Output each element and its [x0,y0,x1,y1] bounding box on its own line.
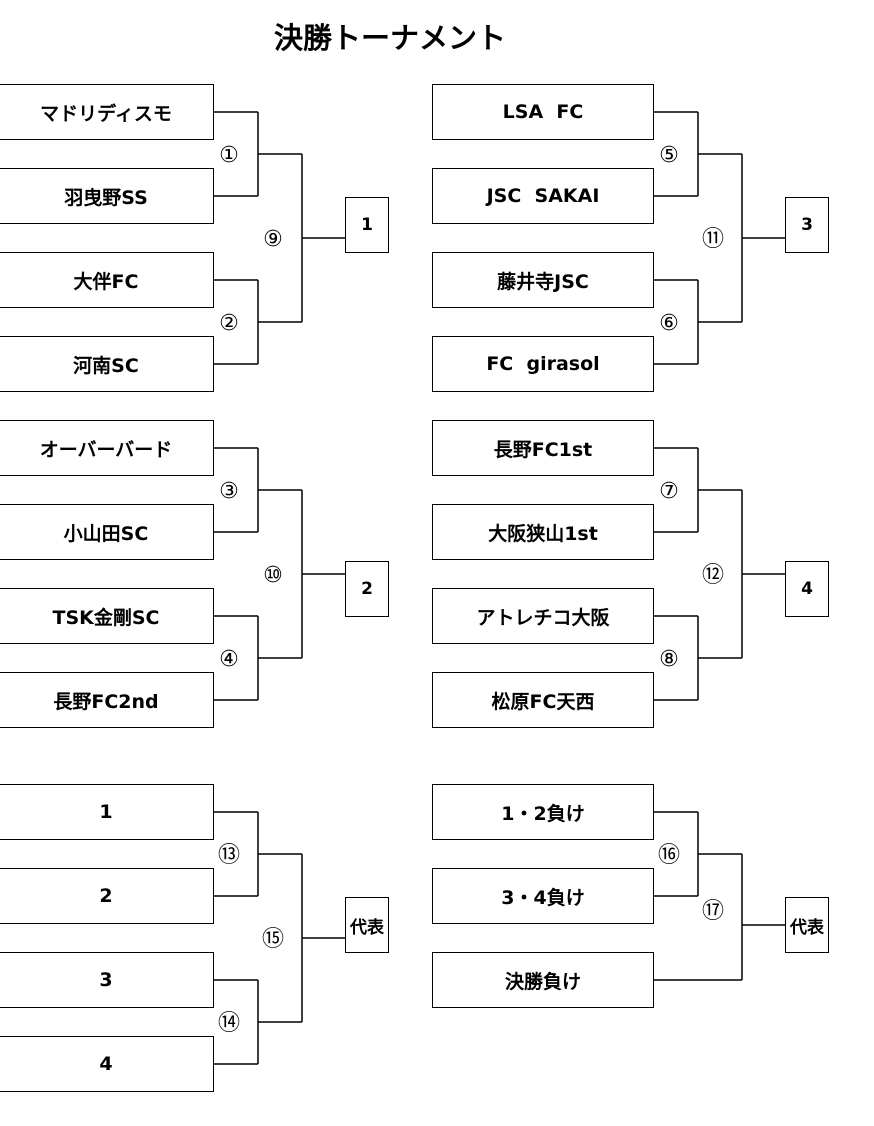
team-slot: 大阪狭山1st [432,504,654,560]
team-slot: 4 [0,1036,214,1092]
team-slot: 3 [0,952,214,1008]
team-slot: LSA FC [432,84,654,140]
team-slot: 2 [0,868,214,924]
team-slot: 藤井寺JSC [432,252,654,308]
match-number: ⑬ [217,843,240,868]
result-box: 4 [785,561,829,617]
match-number: ⑯ [657,843,680,868]
match-number: ⑤ [659,143,679,168]
team-slot: 長野FC1st [432,420,654,476]
match-number: ⑨ [263,227,283,252]
result-box: 代表 [345,897,389,953]
team-slot: 河南SC [0,336,214,392]
team-slot: 1・2負け [432,784,654,840]
result-box: 2 [345,561,389,617]
team-slot: マドリディスモ [0,84,214,140]
team-slot: アトレチコ大阪 [432,588,654,644]
match-number: ② [219,311,239,336]
match-number: ⑦ [659,479,679,504]
match-number: ⑰ [701,899,724,924]
match-number: ⑮ [261,927,284,952]
result-box: 3 [785,197,829,253]
team-slot: 羽曳野SS [0,168,214,224]
team-slot: JSC SAKAI [432,168,654,224]
match-number: ③ [219,479,239,504]
team-slot: 決勝負け [432,952,654,1008]
team-slot: 大伴FC [0,252,214,308]
match-number: ⑭ [217,1011,240,1036]
team-slot: 1 [0,784,214,840]
team-slot: 小山田SC [0,504,214,560]
match-number: ⑥ [659,311,679,336]
team-slot: FC girasol [432,336,654,392]
team-slot: オーバーバード [0,420,214,476]
team-slot: 長野FC2nd [0,672,214,728]
team-slot: 3・4負け [432,868,654,924]
team-slot: TSK金剛SC [0,588,214,644]
match-number: ⑩ [263,563,283,588]
match-number: ⑫ [701,563,724,588]
match-number: ⑧ [659,647,679,672]
match-number: ④ [219,647,239,672]
result-box: 1 [345,197,389,253]
page-title: 決勝トーナメント [273,21,506,55]
team-slot: 松原FC天西 [432,672,654,728]
match-number: ⑪ [701,227,724,252]
match-number: ① [219,143,239,168]
result-box: 代表 [785,897,829,953]
